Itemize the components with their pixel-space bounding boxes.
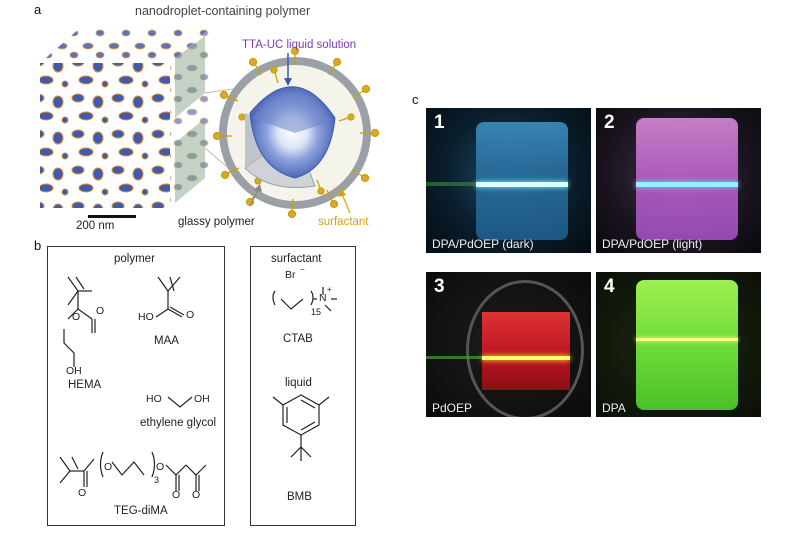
- photo-3-number: 3: [434, 276, 445, 297]
- panel-c-letter: c: [412, 92, 419, 107]
- panel-a-letter: a: [34, 2, 42, 17]
- hema-label: HEMA: [68, 379, 102, 391]
- beam-4: [636, 338, 738, 341]
- teg-label: TEG-diMA: [114, 505, 168, 517]
- panel-a-title: nanodroplet-containing polymer: [135, 4, 311, 18]
- vial-2: [636, 118, 738, 240]
- photo-1-number: 1: [434, 112, 445, 133]
- chain-count: 15: [311, 307, 322, 317]
- surfactant-title: surfactant: [271, 253, 322, 265]
- polymer-block-front: [40, 63, 170, 208]
- nanodroplet-illustration: [40, 28, 380, 219]
- teg-carbonyl-o-left: O: [78, 487, 87, 499]
- vial-3: [482, 312, 570, 390]
- scale-bar-line: [88, 215, 136, 218]
- bmb-label: BMB: [287, 491, 312, 503]
- teg-o-left: O: [104, 461, 113, 473]
- label-surfactant: surfactant: [318, 216, 369, 228]
- beam-2: [636, 182, 738, 187]
- eg-label: ethylene glycol: [140, 417, 217, 429]
- beam-3: [482, 356, 570, 360]
- photo-4-number: 4: [604, 276, 615, 297]
- photo-2-caption: DPA/PdOEP (light): [602, 237, 703, 251]
- cut-plane-bottom: [175, 118, 205, 203]
- vial-1: [476, 122, 568, 240]
- beam-1: [476, 182, 568, 187]
- polymer-title: polymer: [114, 253, 155, 265]
- liquid-title: liquid: [285, 377, 312, 389]
- cut-plane-top: [175, 36, 205, 118]
- hema-oh: OH: [66, 365, 82, 377]
- teg-o-right: O: [156, 461, 165, 473]
- n-charge: +: [327, 285, 332, 294]
- polymer-block-top: [40, 28, 210, 63]
- eg-ho: HO: [146, 393, 162, 405]
- eg-oh: OH: [194, 393, 210, 405]
- photo-2-light: 2 DPA/PdOEP (light): [596, 108, 761, 253]
- n-atom: N: [319, 292, 327, 304]
- polymer-structures: [59, 276, 207, 491]
- teg-repeat-count: 3: [154, 475, 160, 485]
- surfactant-liquid-box: surfactant Br − N + 15 CTAB liquid BMB: [250, 246, 356, 526]
- photo-3-caption: PdOEP: [432, 401, 473, 415]
- photo-2-number: 2: [604, 112, 615, 133]
- photo-1-dark: 1 DPA/PdOEP (dark): [426, 108, 591, 253]
- br-atom: Br: [285, 269, 296, 281]
- polymer-box: polymer O O OH HEMA HO O MAA HO OH ethyl…: [47, 246, 225, 526]
- photo-3-pdoep: 3 PdOEP: [426, 272, 591, 417]
- vial-4: [636, 280, 738, 410]
- ctab-label: CTAB: [283, 333, 313, 345]
- photo-4-dpa: 4 DPA: [596, 272, 761, 417]
- br-charge: −: [300, 265, 305, 274]
- panel-b-letter: b: [34, 238, 42, 253]
- maa-o: O: [186, 309, 195, 321]
- photo-4-caption: DPA: [602, 401, 626, 415]
- teg-carbonyl-o-mid: O: [172, 489, 181, 501]
- maa-label: MAA: [154, 335, 179, 347]
- maa-ho: HO: [138, 311, 154, 323]
- surfactant-molecules: [212, 46, 380, 219]
- scale-bar-label: 200 nm: [76, 220, 115, 232]
- label-glassy-polymer: glassy polymer: [178, 216, 255, 228]
- droplet-sphere: [212, 46, 380, 219]
- photo-1-caption: DPA/PdOEP (dark): [432, 237, 534, 251]
- surfactant-liquid-structures: [272, 287, 337, 461]
- hema-ester-o: O: [72, 311, 81, 323]
- label-tta-uc-solution: TTA-UC liquid solution: [242, 39, 357, 51]
- teg-carbonyl-o-right: O: [192, 489, 201, 501]
- hema-carbonyl-o: O: [96, 305, 105, 317]
